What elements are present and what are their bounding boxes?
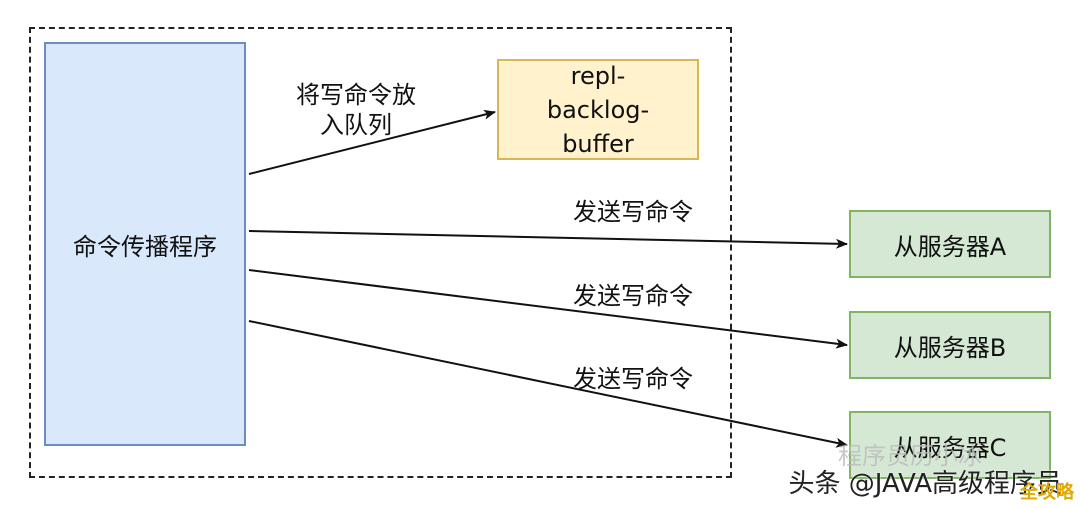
edge-label-send-a: 发送写命令 (573, 198, 693, 226)
command-propagator-node: 命令传播程序 (44, 42, 246, 446)
command-propagator-label: 命令传播程序 (73, 232, 217, 261)
repl-backlog-buffer-node: repl-backlog-buffer (497, 59, 699, 160)
slave-server-a-node: 从服务器A (849, 210, 1051, 278)
edge-label-send-c: 发送写命令 (573, 365, 693, 393)
slave-server-c-label: 从服务器C (893, 433, 1007, 462)
brand-watermark: 全攻略 (1020, 482, 1074, 503)
toutiao-watermark: 头条 @JAVA高级程序员 (788, 463, 1062, 500)
edge-label-send-b: 发送写命令 (573, 282, 693, 310)
slave-server-c-node: 从服务器C (849, 411, 1051, 479)
arrow-to-slave-b (248, 269, 848, 349)
edge-label-enqueue: 将写命令放入队列 (296, 81, 416, 139)
arrow-to-slave-a (248, 230, 848, 249)
slave-server-b-label: 从服务器B (893, 333, 1007, 362)
faint-watermark: 程序员历小冰 (838, 442, 982, 470)
slave-server-a-label: 从服务器A (893, 232, 1007, 261)
arrow-to-backlog (248, 109, 496, 175)
dashed-boundary (29, 27, 732, 478)
slave-server-b-node: 从服务器B (849, 311, 1051, 379)
toutiao-watermark-text: 头条 @JAVA高级程序员 (788, 469, 1062, 499)
arrow-to-slave-c (248, 320, 848, 448)
repl-backlog-buffer-label: repl-backlog-buffer (546, 61, 650, 158)
